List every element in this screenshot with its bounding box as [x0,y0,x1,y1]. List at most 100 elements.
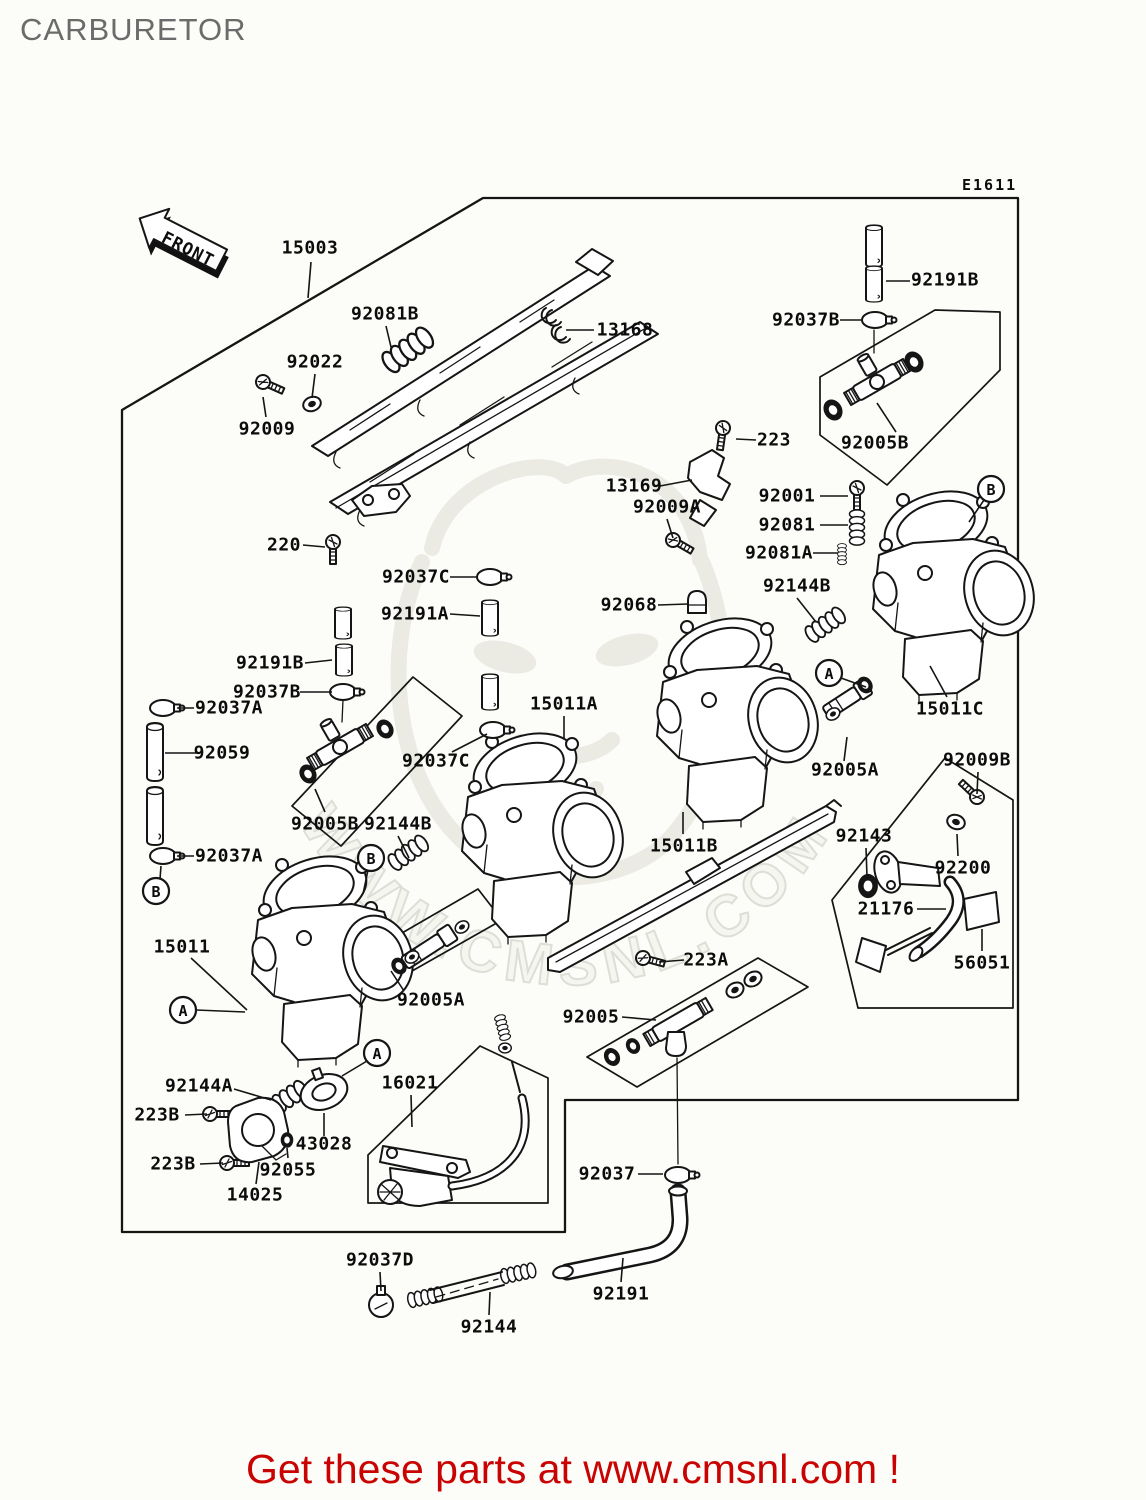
hose-92191 [552,1183,689,1281]
leader-line [621,1016,657,1021]
oring [623,1035,643,1057]
leader-line [410,1094,413,1128]
tube-92059-upper [146,722,164,782]
tube-92191B-left-lower [335,643,353,677]
leader-line [796,597,817,623]
leader-line [658,959,685,963]
washer [740,967,766,991]
leader-line [302,544,326,548]
choke-assembly-16021 [377,1013,530,1207]
part-label-92005A: 92005A [811,760,879,781]
part-label-92055: 92055 [260,1160,317,1181]
part-label-92009: 92009 [239,419,296,440]
diaphragm-43028 [299,1067,349,1111]
clamp-13168 [545,309,571,344]
part-label-92037B: 92037B [233,682,301,703]
callout-letter-B: B [151,883,160,901]
tube-92059-lower [146,786,164,846]
part-label-223B: 223B [134,1105,179,1126]
leader-line [488,1291,491,1316]
tube-92191A-upper [481,599,499,637]
tube-92191A-lower [481,673,499,711]
screw-220 [325,534,341,565]
leader-line [341,1060,368,1077]
clamp-92037B-right [861,311,898,329]
leader-line [362,869,369,895]
pad-56051 [963,891,1000,931]
part-label-220: 220 [267,535,301,556]
part-label-223: 223 [757,430,791,451]
leader-line [865,847,868,878]
leader-line [451,733,488,753]
part-label-92191: 92191 [593,1284,650,1305]
tube-92144 [405,1261,538,1309]
leader-line [976,771,979,795]
part-label-92144B: 92144B [364,814,432,835]
part-label-92037C: 92037C [402,751,470,772]
part-label-92001: 92001 [759,486,816,507]
leader-line [262,396,267,418]
part-label-15011B: 15011B [650,836,718,857]
part-label-43028: 43028 [296,1134,353,1155]
bracket-13169-lower [689,499,717,527]
part-label-13169: 13169 [606,476,663,497]
diagram-border [120,196,1020,1234]
callout-letter-A: A [372,1045,381,1063]
part-label-92143: 92143 [836,826,893,847]
part-label-16021: 16021 [382,1073,439,1094]
part-label-92144B: 92144B [763,576,831,597]
clamp-92037B-left [329,683,366,701]
spring-92144B-right [801,604,849,646]
clamp-92037 [664,1166,701,1184]
carburetor-body-15011B [652,605,829,830]
leader-line [190,957,248,1011]
part-label-14025: 14025 [227,1185,284,1206]
screw-92001 [849,480,865,511]
leader-line [968,499,985,523]
part-label-92191B: 92191B [911,270,979,291]
leader-line [876,402,897,433]
leader-line [311,373,316,399]
spring-92081A [837,543,847,566]
leader-line [255,1161,260,1185]
part-label-92009A: 92009A [633,497,701,518]
leader-line [195,1009,246,1013]
leader-lines [159,261,985,1316]
oring [600,1045,624,1069]
leader-line [307,261,312,299]
fitting-92005 [642,996,714,1048]
part-label-92037A: 92037A [195,698,263,719]
part-label-13168: 13168 [597,320,654,341]
washer [722,978,748,1002]
callout-circle-B [141,876,171,906]
cap-92068 [687,590,707,614]
screw-223 [712,419,732,452]
spring-92081 [848,509,866,546]
page-title: CARBURETOR [20,12,247,47]
fuel-rail-upper [311,248,614,469]
leader-line [666,518,674,539]
leader-line [657,603,689,606]
leader-line [620,1257,624,1283]
callout-circle-A [168,995,198,1025]
callout-letter-A: A [178,1002,187,1020]
oring-92143 [858,873,878,899]
leader-line [233,1088,272,1101]
fuel-rail-lower [329,321,659,527]
part-label-92081: 92081 [759,515,816,536]
leader-line [397,835,410,859]
cover-14025 [227,1096,290,1164]
part-label-92191B: 92191B [236,653,304,674]
leader-line [199,1162,224,1165]
part-label-92037B: 92037B [772,310,840,331]
leader-line [184,1113,208,1116]
fuel-pipe-rail-223A [547,799,842,973]
footer-promo-text: Get these parts at www.cmsnl.com ! [246,1446,900,1492]
callout-circle-A [362,1038,392,1068]
leader-line [843,736,848,762]
part-label-92005B: 92005B [841,433,909,454]
part-label-92059: 92059 [194,743,251,764]
fitting-92005B-right [831,337,912,407]
